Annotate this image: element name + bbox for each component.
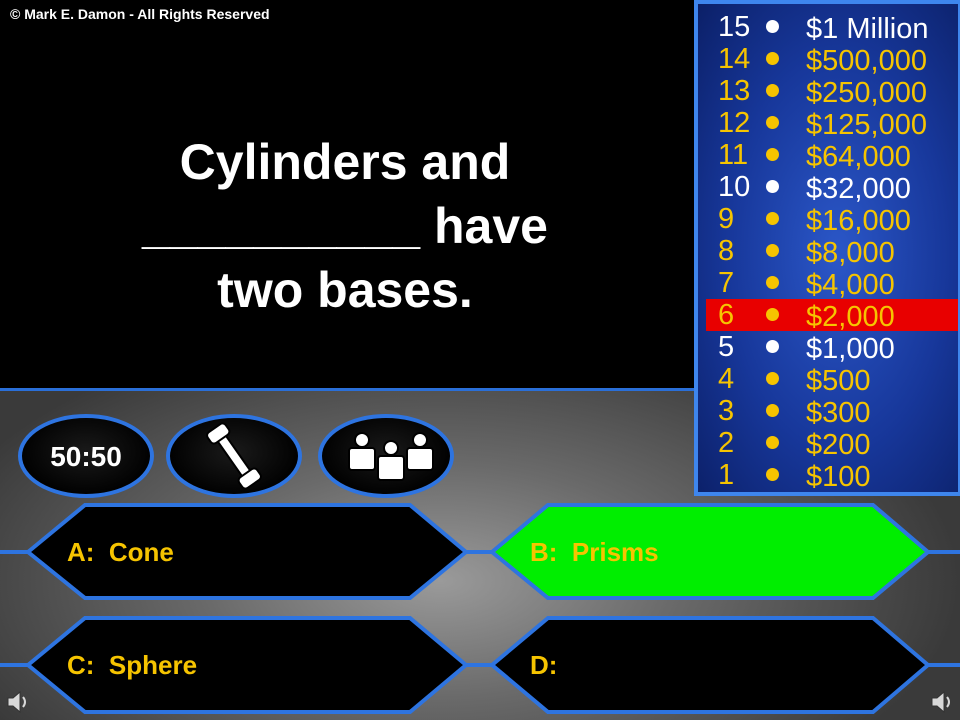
ladder-amount: $300: [806, 397, 871, 429]
lifeline-phone-a-friend[interactable]: [166, 414, 302, 498]
ladder-dot-icon: [766, 308, 779, 321]
ladder-level: 8: [718, 235, 735, 267]
ladder-dot-icon: [766, 276, 779, 289]
question-line: Cylinders and: [179, 134, 511, 190]
ladder-row-3: 3 $300: [706, 395, 958, 429]
ladder-level: 7: [718, 267, 735, 299]
ladder-dot-icon: [766, 468, 779, 481]
ladder-row-4: 4 $500: [706, 363, 958, 397]
ladder-row-12: 12 $125,000: [706, 107, 958, 141]
question-line: __________ have: [142, 198, 548, 254]
phone-icon: [206, 422, 262, 490]
ladder-dot-icon: [766, 244, 779, 257]
copyright-notice: © Mark E. Damon - All Rights Reserved: [10, 6, 270, 22]
answer-letter: A:: [67, 537, 95, 567]
ladder-row-7: 7 $4,000: [706, 267, 958, 301]
answer-letter: C:: [67, 650, 95, 680]
ladder-amount: $16,000: [806, 205, 911, 237]
ladder-row-8: 8 $8,000: [706, 235, 958, 269]
ladder-dot-icon: [766, 340, 779, 353]
speaker-icon[interactable]: [928, 688, 956, 716]
answer-letter: D:: [530, 650, 558, 680]
ladder-amount: $4,000: [806, 269, 895, 301]
ladder-level: 15: [718, 11, 751, 43]
answer-c[interactable]: C: Sphere: [67, 650, 197, 681]
ladder-row-1: 1 $100: [706, 459, 958, 493]
ladder-level: 10: [718, 171, 751, 203]
ladder-amount: $100: [806, 461, 871, 493]
ladder-dot-icon: [766, 436, 779, 449]
ladder-row-14: 14 $500,000: [706, 43, 958, 77]
answer-label: Sphere: [108, 650, 198, 680]
ladder-dot-icon: [766, 20, 779, 33]
ladder-level: 4: [718, 363, 735, 395]
ladder-amount: $500: [806, 365, 871, 397]
ladder-dot-icon: [766, 372, 779, 385]
speaker-icon[interactable]: [4, 688, 32, 716]
ladder-level: 14: [718, 43, 751, 75]
ladder-amount: $32,000: [806, 173, 911, 205]
ladder-dot-icon: [766, 404, 779, 417]
answer-label: Prisms: [571, 537, 659, 567]
answer-label: Cone: [108, 537, 174, 567]
answer-a-shape[interactable]: [24, 503, 470, 600]
ladder-dot-icon: [766, 52, 779, 65]
ladder-row-2: 2 $200: [706, 427, 958, 461]
ladder-dot-icon: [766, 84, 779, 97]
ladder-amount: $1,000: [806, 333, 895, 365]
ladder-level: 6: [718, 299, 735, 331]
ladder-level: 9: [718, 203, 735, 235]
question-panel: Cylinders and __________ have two bases.: [0, 0, 694, 388]
ladder-amount: $2,000: [806, 301, 895, 333]
audience-icon: [348, 432, 434, 481]
question-line: two bases.: [217, 262, 473, 318]
ladder-amount: $200: [806, 429, 871, 461]
ladder-level: 13: [718, 75, 751, 107]
answer-b-shape[interactable]: [488, 503, 932, 600]
ladder-dot-icon: [766, 148, 779, 161]
ladder-level: 1: [718, 459, 735, 491]
answer-b[interactable]: B: Prisms: [530, 537, 659, 568]
question-text: Cylinders and __________ have two bases.: [40, 130, 650, 322]
ladder-row-13: 13 $250,000: [706, 75, 958, 109]
ladder-row-10: 10 $32,000: [706, 171, 958, 205]
ladder-dot-icon: [766, 116, 779, 129]
ladder-dot-icon: [766, 212, 779, 225]
ladder-amount: $500,000: [806, 45, 927, 77]
ladder-amount: $1 Million: [806, 13, 929, 45]
ladder-level: 3: [718, 395, 735, 427]
ladder-amount: $64,000: [806, 141, 911, 173]
ladder-amount: $8,000: [806, 237, 895, 269]
ladder-row-6: 6 $2,000: [706, 299, 958, 333]
answer-c-shape[interactable]: [24, 616, 470, 714]
ladder-row-15: 15 $1 Million: [706, 11, 958, 45]
ladder-level: 5: [718, 331, 735, 363]
fifty-fifty-label: 50:50: [50, 441, 122, 472]
ladder-row-5: 5 $1,000: [706, 331, 958, 365]
ladder-level: 12: [718, 107, 751, 139]
lifeline-fifty-fifty[interactable]: 50:50: [18, 414, 154, 498]
ladder-amount: $250,000: [806, 77, 927, 109]
ladder-row-11: 11 $64,000: [706, 139, 958, 173]
answer-d[interactable]: D:: [530, 650, 565, 681]
lifeline-ask-the-audience[interactable]: [318, 414, 454, 498]
ladder-dot-icon: [766, 180, 779, 193]
answer-a[interactable]: A: Cone: [67, 537, 174, 568]
ladder-amount: $125,000: [806, 109, 927, 141]
ladder-row-9: 9 $16,000: [706, 203, 958, 237]
ladder-level: 2: [718, 427, 735, 459]
ladder-level: 11: [718, 139, 749, 171]
answer-d-shape[interactable]: [488, 616, 932, 714]
answer-letter: B:: [530, 537, 558, 567]
